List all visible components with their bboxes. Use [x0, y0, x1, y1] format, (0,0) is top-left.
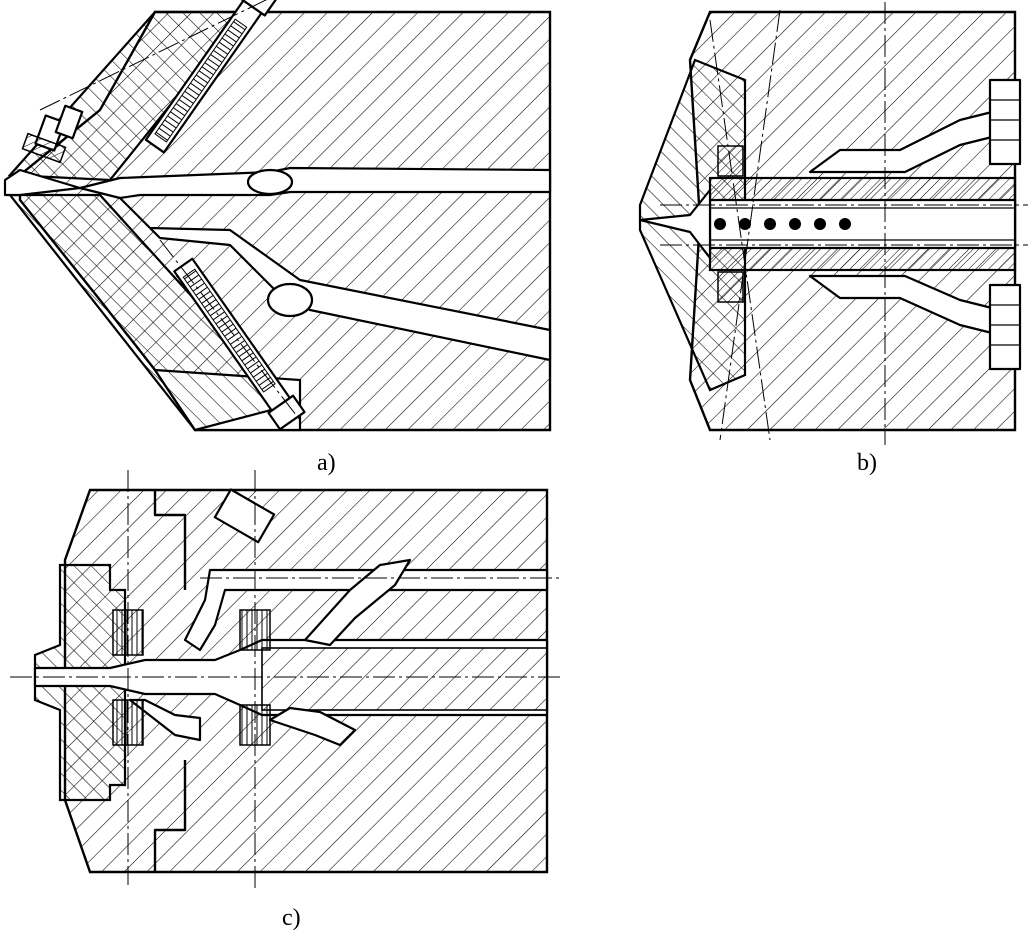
panel-c-drawing	[10, 470, 560, 890]
panel-a-fastener	[21, 104, 84, 164]
panel-a-bulb-upper	[246, 168, 294, 196]
panel-c-core	[261, 647, 548, 711]
panel-b-fitting-bottom	[988, 283, 1022, 371]
panel-c-caption: c)	[282, 905, 301, 931]
panel-a-caption: a)	[317, 450, 336, 476]
panel-c-lower-channel	[128, 698, 202, 742]
panel-c-upper-diagonal	[303, 558, 412, 647]
panel-c-top-bolt	[213, 488, 276, 544]
panel-b-channel	[708, 198, 1017, 250]
panel-a-bulb	[266, 282, 314, 318]
panel-c-lower-channel-right	[268, 706, 357, 747]
panel-c-upper-channel	[183, 568, 549, 652]
panel-a-tip-plate	[3, 168, 82, 197]
panel-b-drawing	[638, 2, 1028, 445]
panel-b-gate-tip	[638, 188, 712, 260]
panel-a-drawing	[3, 0, 552, 432]
panel-b-caption: b)	[857, 450, 877, 476]
panel-a-branch-channel	[118, 196, 552, 362]
panel-b-fitting-top	[988, 78, 1022, 166]
panel-b-heater-coil	[714, 218, 851, 230]
panel-a-runner-channel	[78, 166, 552, 200]
